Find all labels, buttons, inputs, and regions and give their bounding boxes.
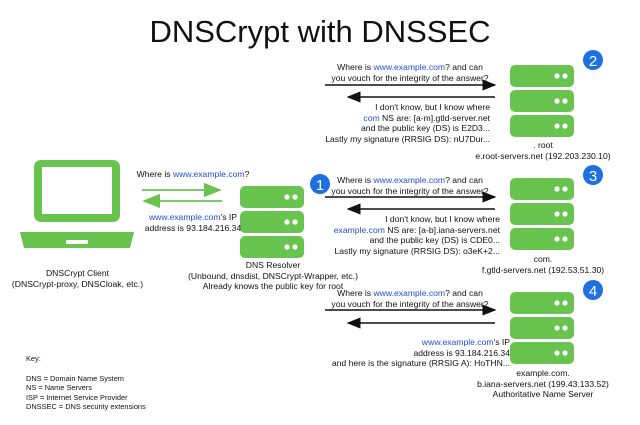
key-item: ISP = Internet Service Provider xyxy=(26,392,128,402)
badge-4: 4 xyxy=(583,280,603,300)
com-server-stack xyxy=(510,178,574,250)
client-query-label: Where is www.example.com? xyxy=(136,169,250,179)
auth-server-stack xyxy=(510,292,574,364)
com-server-label: com.f.gtld-servers.net (192.53.51.30) xyxy=(481,254,605,275)
key-item: NS = Name Servers xyxy=(26,383,92,393)
resolver-label: DNS Resolver(Unbound, dnsdist, DNSCrypt-… xyxy=(188,260,358,292)
client-label: DNSCrypt Client(DNSCrypt-proxy, DNSCloak… xyxy=(11,268,144,289)
auth-server-label: example.com.b.iana-servers.net (199.43.1… xyxy=(477,368,609,400)
svg-text:4: 4 xyxy=(589,283,597,300)
laptop-icon xyxy=(20,160,134,248)
badge-2: 2 xyxy=(583,50,603,70)
key-item: DNSSEC = DNS security extensions xyxy=(26,402,146,412)
svg-text:1: 1 xyxy=(316,177,324,194)
badge-1: 1 xyxy=(310,174,330,194)
svg-text:3: 3 xyxy=(589,168,597,185)
svg-text:2: 2 xyxy=(589,53,597,70)
badge-3: 3 xyxy=(583,165,603,185)
key-item: DNS = Domain Name System xyxy=(26,374,124,383)
key-list: DNS = Domain Name System NS = Name Serve… xyxy=(26,374,146,412)
diagram-title: DNSCrypt with DNSSEC xyxy=(149,14,491,49)
key-heading: Key: xyxy=(26,354,41,363)
root-server-stack xyxy=(510,65,574,137)
